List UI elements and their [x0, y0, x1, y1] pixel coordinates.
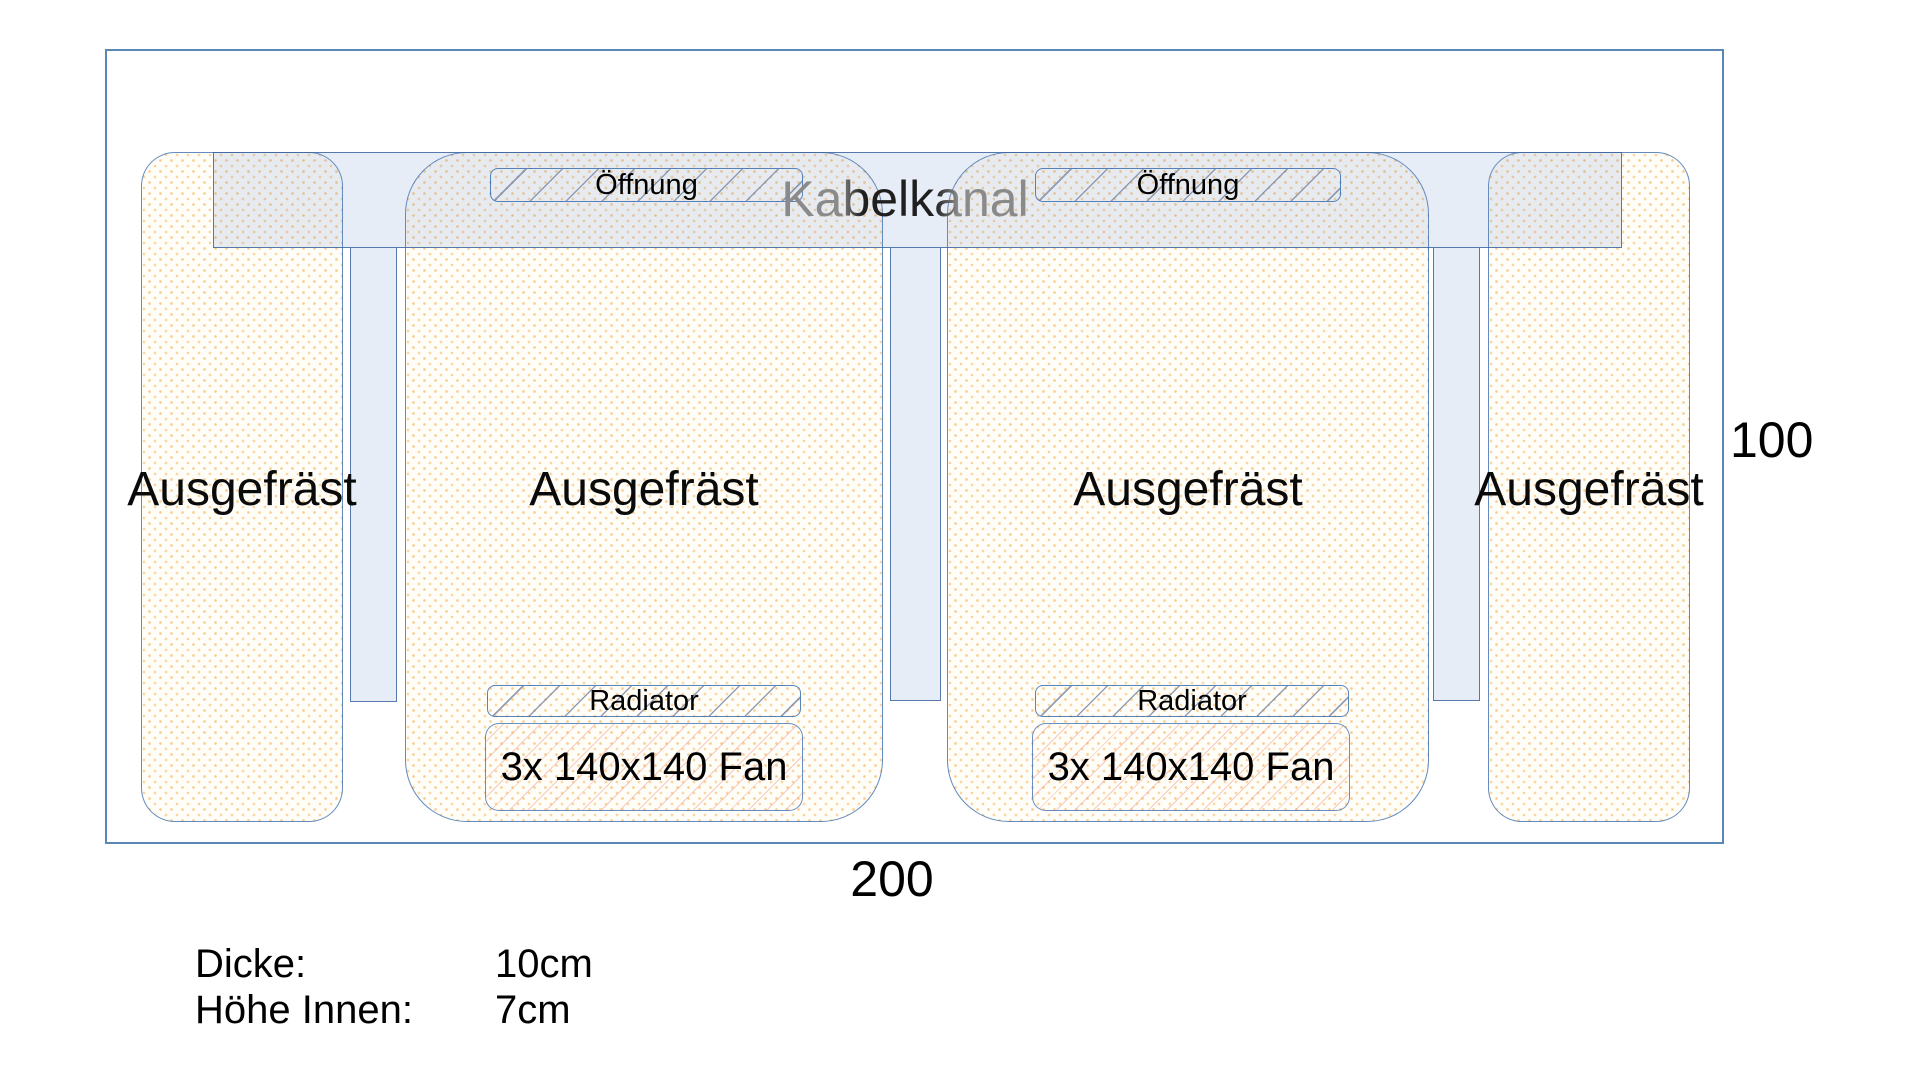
milled-region-label-3: Ausgefräst: [1073, 463, 1303, 516]
specs-block: Dicke: 10cm Höhe Innen: 7cm: [195, 941, 593, 1033]
radiator-box-1: Radiator: [487, 685, 801, 717]
height-dimension-label: 100: [1730, 412, 1814, 468]
cable-strip-center: [890, 248, 941, 701]
spec-row: Dicke: 10cm: [195, 941, 593, 987]
opening-label: Öffnung: [1136, 168, 1240, 201]
spec-label: Höhe Innen:: [195, 988, 413, 1032]
opening-label: Öffnung: [595, 168, 698, 201]
spec-value: 10cm: [495, 942, 593, 986]
opening-box-1: Öffnung: [490, 168, 803, 202]
kabelkanal-label: Kabelkanal: [781, 171, 1029, 227]
radiator-box-2: Radiator: [1035, 685, 1349, 717]
spec-label: Dicke:: [195, 942, 307, 986]
radiator-label: Radiator: [1137, 684, 1247, 717]
width-dimension-label: 200: [850, 851, 934, 907]
milled-region-1: [141, 152, 343, 822]
cable-strip-right: [1433, 248, 1480, 701]
fan-box-2: 3x 140x140 Fan: [1032, 723, 1350, 811]
milled-region-label-1: Ausgefräst: [127, 463, 357, 516]
kabelkanal-band: [213, 152, 1622, 248]
spec-row: Höhe Innen: 7cm: [195, 987, 593, 1033]
spec-value: 7cm: [495, 988, 571, 1032]
milled-region-label-2: Ausgefräst: [529, 463, 759, 516]
cable-strip-left: [350, 248, 397, 702]
fan-label: 3x 140x140 Fan: [1047, 745, 1335, 789]
milled-region-4: [1488, 152, 1690, 822]
radiator-label: Radiator: [589, 684, 699, 717]
panel-outline: [105, 49, 1724, 844]
opening-box-2: Öffnung: [1035, 168, 1341, 202]
milled-region-label-4: Ausgefräst: [1474, 463, 1704, 516]
fan-box-1: 3x 140x140 Fan: [485, 723, 803, 811]
fan-label: 3x 140x140 Fan: [500, 745, 788, 789]
